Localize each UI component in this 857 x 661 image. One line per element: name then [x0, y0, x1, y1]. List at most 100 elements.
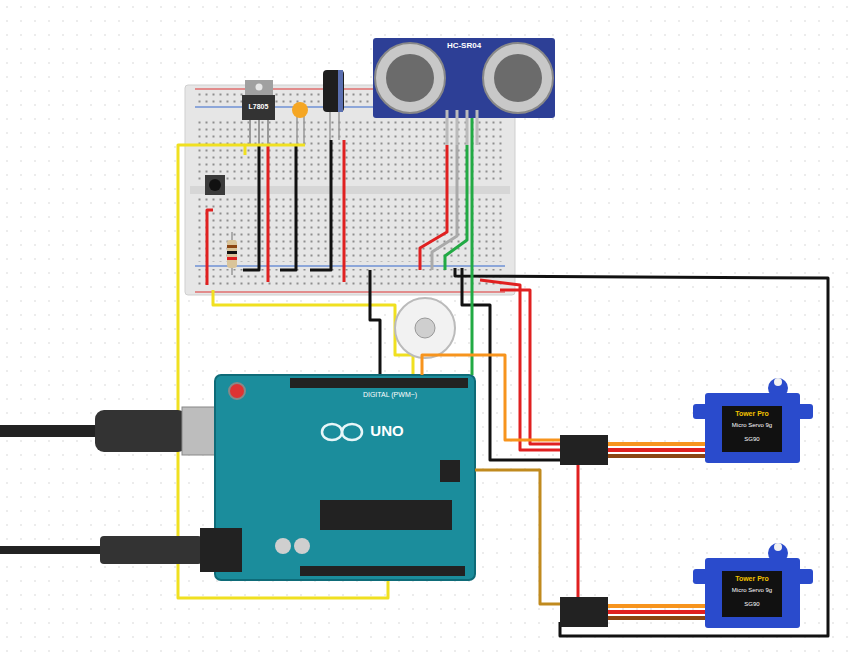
breadboard-wires-part — [207, 210, 213, 285]
power-cable-part — [0, 546, 110, 554]
breadboard-wires-part — [267, 145, 270, 282]
ceramic-capacitor-part — [292, 102, 308, 118]
part-label: HC-SR04 — [447, 41, 481, 50]
breadboard-wires-part — [445, 145, 467, 270]
voltage-regulator-part — [245, 80, 273, 97]
part-label: Micro Servo 9g — [732, 422, 772, 429]
breadboard-wires-part — [280, 145, 296, 270]
servo-motor-part — [608, 442, 705, 446]
ultrasonic-sensor-part — [483, 43, 553, 113]
electrolytic-capacitor-part — [329, 110, 331, 140]
voltage-regulator-part — [249, 120, 251, 145]
arduino-board-part — [440, 460, 460, 482]
ultrasonic-sensor-part — [386, 54, 434, 102]
part-label: SG90 — [744, 601, 759, 608]
signal-wire — [475, 470, 560, 604]
servo-motor-part — [722, 406, 782, 452]
voltage-regulator-part — [267, 120, 269, 145]
breadboard-wires-part — [370, 270, 380, 378]
breadboard-part — [195, 292, 505, 293]
resistor-symbol-part — [227, 257, 237, 260]
servo-motor-part — [608, 616, 705, 620]
servo-motor: Tower ProMicro Servo 9gSG90 — [560, 380, 805, 470]
servo-motor-part — [560, 435, 608, 465]
signal-wire — [422, 355, 560, 440]
power-cable — [0, 536, 202, 564]
piezo-buzzer-part — [395, 298, 455, 358]
servo-wires-part — [500, 290, 562, 444]
servo-motor: Tower ProMicro Servo 9gSG90 — [560, 545, 805, 635]
resistor-symbol-part — [227, 240, 237, 268]
voltage-regulator: L7805 — [242, 95, 275, 120]
servo-motor-part — [608, 610, 705, 614]
arduino-board-part — [200, 528, 242, 572]
push-button — [205, 175, 225, 195]
signal-wire — [471, 118, 474, 375]
electrolytic-capacitor-part — [338, 70, 343, 112]
usb-cable-part — [95, 410, 187, 452]
breadboard-part — [185, 85, 515, 295]
usb-cable — [0, 407, 237, 455]
ultrasonic-sensor-part — [456, 110, 459, 145]
servo-wires-part — [480, 280, 562, 450]
part-label: Micro Servo 9g — [732, 587, 772, 594]
part-label: L7805 — [249, 103, 269, 111]
part-label: Tower Pro — [735, 410, 769, 418]
breadboard-wires — [178, 140, 467, 598]
piezo-buzzer-part — [415, 318, 435, 338]
voltage-regulator-part — [242, 95, 275, 120]
ultrasonic-sensor-part — [375, 43, 445, 113]
breadboard-wires-part — [245, 145, 305, 155]
ultrasonic-sensor-part — [494, 54, 542, 102]
part-label: UNO — [370, 422, 403, 439]
arduino-board-part — [275, 538, 291, 554]
ultrasonic-sensor-part — [476, 110, 479, 145]
resistor-symbol — [227, 232, 237, 275]
arduino-board-part — [294, 538, 310, 554]
breadboard-part — [195, 269, 505, 289]
servo-motor-part — [705, 393, 800, 463]
ultrasonic-sensor-part — [466, 110, 469, 145]
servo-motor-part — [608, 604, 705, 608]
servo-motor-part — [722, 571, 782, 617]
arduino-board-part — [322, 424, 342, 440]
servo-motor — [560, 378, 813, 465]
piezo-buzzer — [395, 298, 455, 358]
servo-motor-part — [608, 448, 705, 452]
voltage-regulator-part — [256, 84, 263, 91]
breadboard — [185, 85, 515, 295]
ultrasonic-sensor: HC-SR04 — [373, 38, 555, 118]
breadboard-part — [190, 186, 510, 194]
arduino-board: UNODIGITAL (PWM~) — [215, 375, 475, 580]
push-button-part — [209, 179, 221, 191]
power-cable-part — [100, 536, 202, 564]
ceramic-capacitor — [292, 102, 308, 145]
arduino-board-part — [229, 383, 245, 399]
electrolytic-capacitor-part — [323, 70, 344, 112]
breadboard-wires-part — [343, 140, 346, 282]
breadboard-wires-part — [243, 145, 259, 270]
servo-wires-part — [462, 268, 560, 460]
servo-wires — [455, 268, 828, 636]
resistor-symbol-part — [227, 245, 237, 248]
voltage-regulator — [242, 80, 275, 145]
arduino-board-part — [290, 378, 468, 388]
servo-wires-part — [577, 462, 580, 598]
push-button-part — [205, 175, 225, 195]
resistor-symbol-part — [227, 251, 237, 254]
electrolytic-capacitor — [323, 70, 344, 140]
breadboard-part — [195, 266, 505, 267]
electrolytic-capacitor-part — [338, 110, 340, 140]
usb-cable-part — [0, 425, 100, 437]
arduino-board-part — [215, 375, 475, 580]
voltage-regulator-part — [258, 120, 260, 145]
arduino-board-part — [300, 566, 465, 576]
servo-motor-part — [774, 378, 782, 386]
servo-motor-part — [705, 558, 800, 628]
servo-motor-part — [774, 543, 782, 551]
servo-wires-part — [455, 268, 828, 636]
